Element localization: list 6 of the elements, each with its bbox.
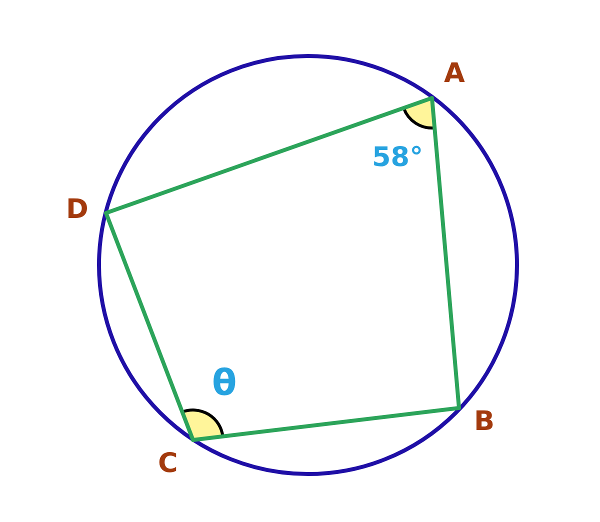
point-label: D	[66, 196, 88, 223]
point-label: B	[474, 408, 495, 435]
angle-label: 58°	[372, 144, 424, 171]
point-label: A	[444, 60, 465, 87]
point-label: C	[158, 450, 178, 477]
angle-label: θ	[212, 366, 237, 402]
